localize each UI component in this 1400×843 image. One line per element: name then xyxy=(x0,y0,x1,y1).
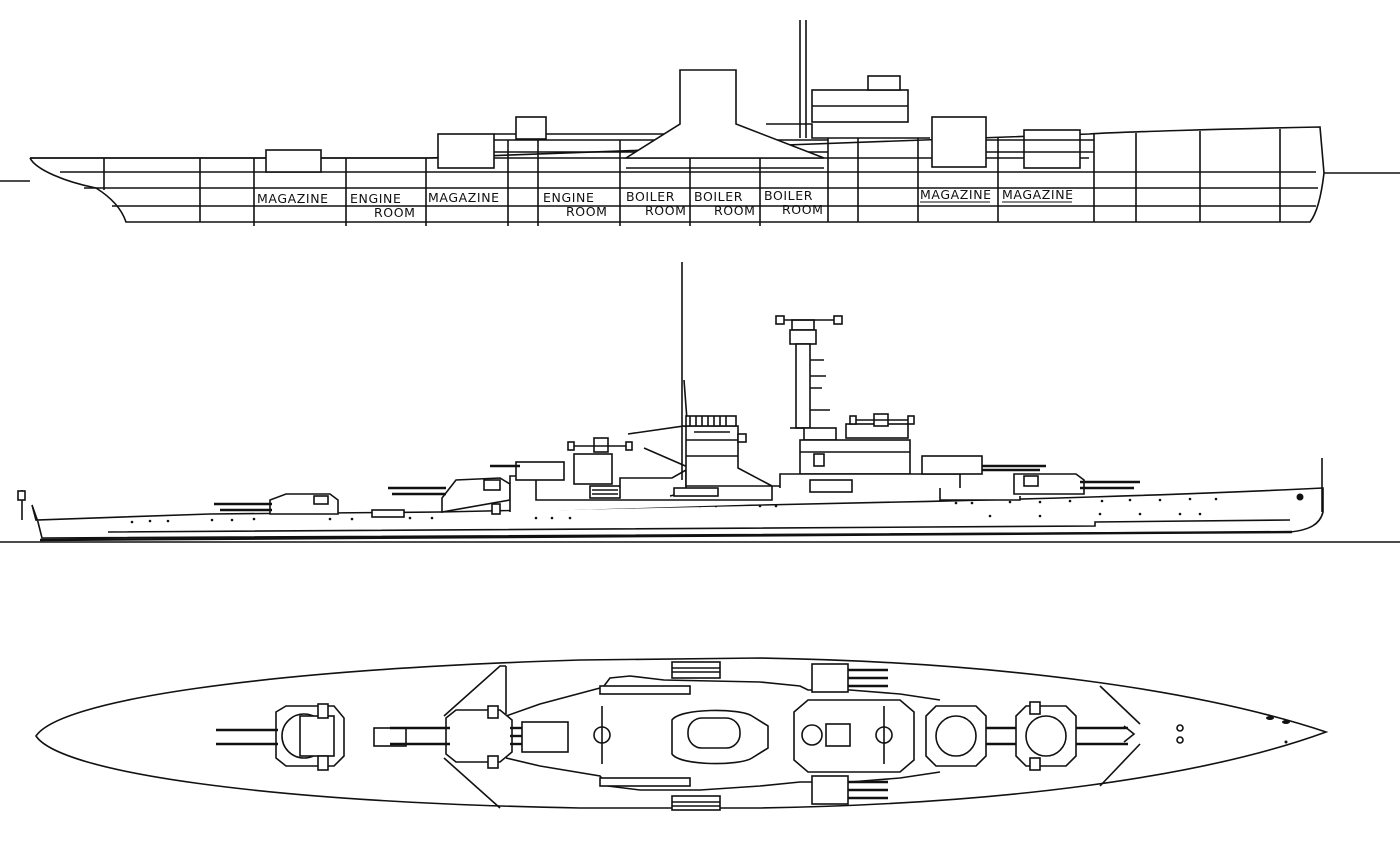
label-engine-room-1a: ENGINE xyxy=(350,191,401,206)
label-engine-room-1b: ROOM xyxy=(374,205,416,220)
aft-fire-control xyxy=(573,453,613,485)
forward-turrets-plan xyxy=(925,701,1128,771)
label-magazine-2: MAGAZINE xyxy=(428,190,500,205)
bulkheads xyxy=(103,129,1281,226)
superstructure-profile xyxy=(265,20,1094,173)
aft-turret-plan xyxy=(216,703,345,771)
aft-director xyxy=(567,437,633,453)
label-magazine-4: MAGAZINE xyxy=(1002,187,1074,202)
funnel xyxy=(685,415,773,487)
label-magazine-3: MAGAZINE xyxy=(920,187,992,202)
secondary-mount-fwd xyxy=(921,455,1046,475)
label-engine-room-2a: ENGINE xyxy=(543,190,594,205)
forward-tower xyxy=(775,315,961,493)
hatch xyxy=(491,503,501,515)
anchor-icon xyxy=(1296,493,1304,501)
label-boiler-room-3a: BOILER xyxy=(764,188,813,203)
boat-amidships xyxy=(673,487,719,497)
anchor-fittings-plan xyxy=(1176,716,1290,744)
label-engine-room-2b: ROOM xyxy=(566,204,608,219)
secondary-mount-aft xyxy=(490,461,565,481)
label-boiler-room-3b: ROOM xyxy=(782,202,824,217)
breakwater-2 xyxy=(1099,743,1141,787)
inboard-profile: MAGAZINE ENGINE ROOM MAGAZINE ENGINE ROO… xyxy=(0,20,1400,226)
outboard-profile xyxy=(0,262,1400,543)
boat xyxy=(371,509,405,518)
secondary-mounts-plan xyxy=(811,663,888,805)
label-boiler-room-1a: BOILER xyxy=(626,189,675,204)
vent-grille xyxy=(589,485,621,499)
deckhouse-plan xyxy=(443,665,941,809)
label-magazine-1: MAGAZINE xyxy=(257,191,329,206)
aft-director-plan xyxy=(593,706,611,764)
aft-superstructure-plan xyxy=(521,721,569,753)
boats-plan xyxy=(599,661,721,811)
label-boiler-room-2a: BOILER xyxy=(694,189,743,204)
plan-view xyxy=(35,657,1329,811)
ensign-icon xyxy=(17,490,26,501)
label-boiler-room-2b: ROOM xyxy=(714,203,756,218)
compartment-labels: MAGAZINE ENGINE ROOM MAGAZINE ENGINE ROO… xyxy=(256,187,1074,220)
label-boiler-room-1b: ROOM xyxy=(645,203,687,218)
aft-turret-low xyxy=(214,493,339,515)
aft-turret-b-plan xyxy=(373,705,526,769)
boot-topping xyxy=(39,530,1293,542)
forward-turret-high xyxy=(1013,473,1140,495)
forward-superstructure-plan xyxy=(793,699,915,773)
breakwater-1 xyxy=(1099,685,1141,725)
funnel-plan xyxy=(671,709,769,765)
